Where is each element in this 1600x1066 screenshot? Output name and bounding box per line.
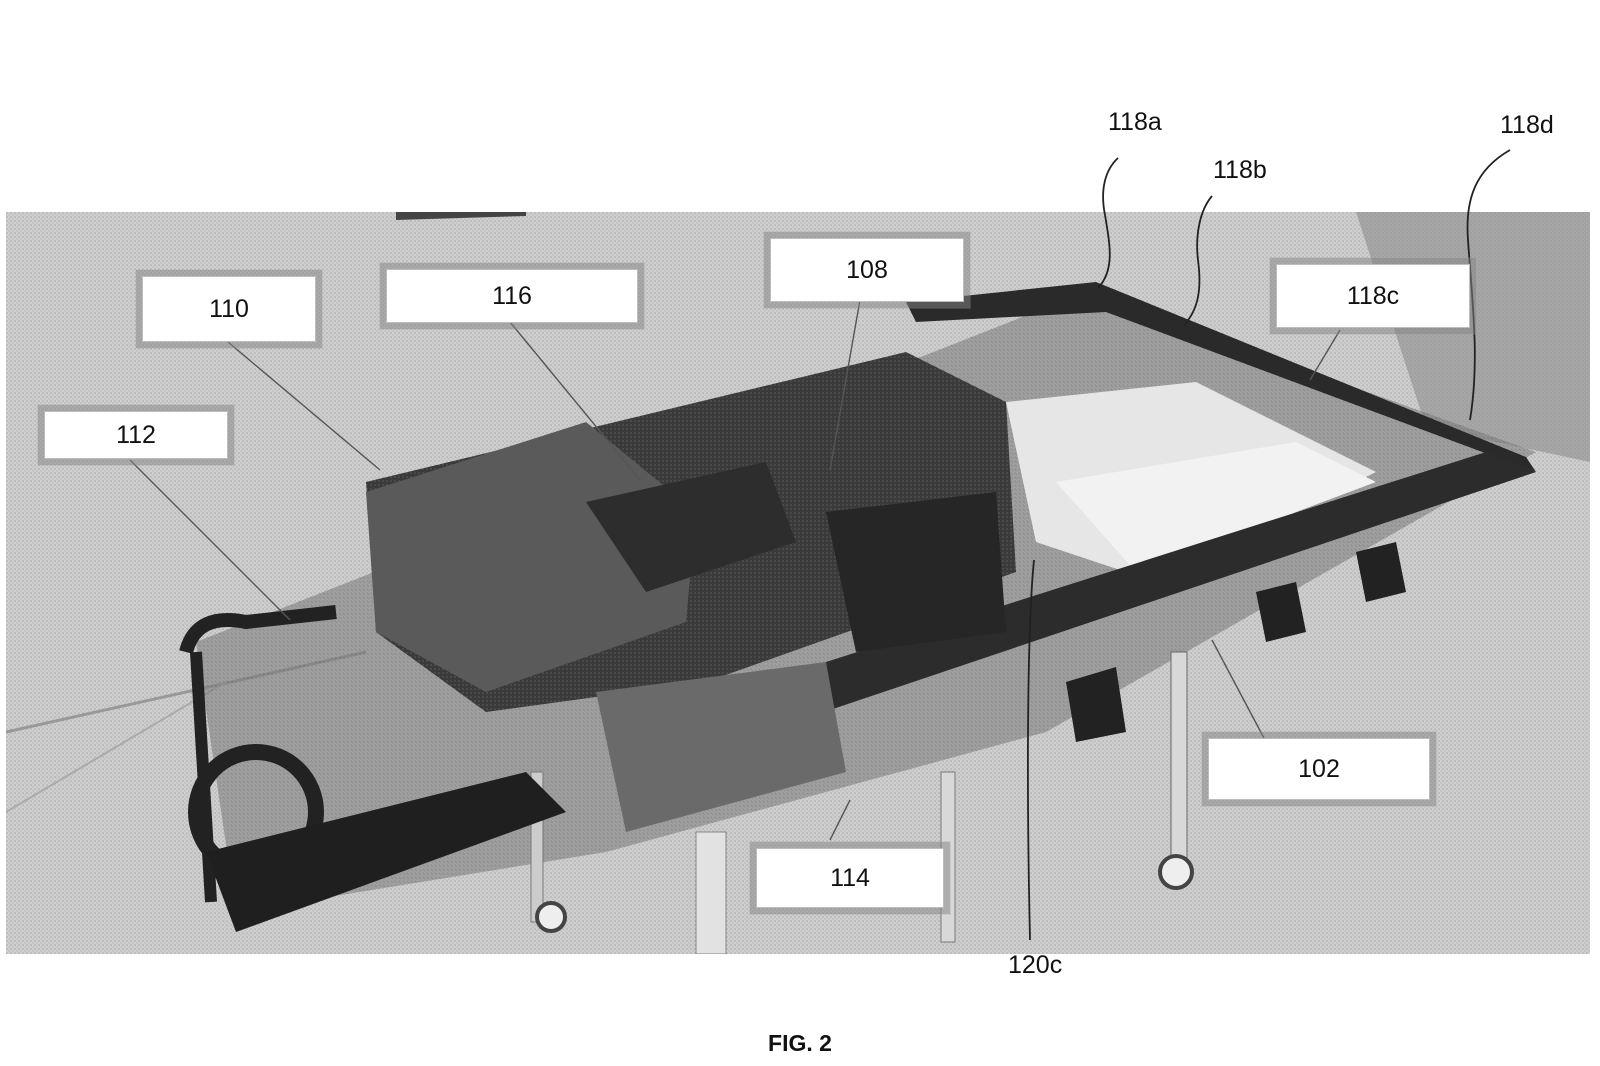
leader-118c bbox=[1309, 329, 1341, 381]
ref-118a: 118a bbox=[1108, 108, 1162, 136]
label-118c: 118c bbox=[1276, 264, 1470, 328]
stretcher-photo bbox=[6, 212, 1590, 954]
ref-120c: 120c bbox=[1008, 951, 1063, 979]
label-108: 108 bbox=[770, 238, 964, 302]
label-116: 116 bbox=[386, 269, 638, 323]
ref-118d: 118d bbox=[1500, 111, 1554, 139]
label-112: 112 bbox=[44, 411, 228, 459]
leader-102 bbox=[1211, 639, 1266, 741]
label-114: 114 bbox=[756, 848, 944, 908]
leader-118b bbox=[1183, 195, 1213, 326]
leader-118d bbox=[1466, 149, 1511, 421]
label-110: 110 bbox=[142, 276, 316, 342]
leader-118a bbox=[1097, 157, 1119, 289]
leader-120c bbox=[1027, 559, 1035, 941]
leader-108 bbox=[829, 299, 861, 471]
leader-114 bbox=[829, 799, 851, 841]
leader-116 bbox=[509, 321, 641, 481]
label-102: 102 bbox=[1208, 738, 1430, 800]
ref-118b: 118b bbox=[1213, 156, 1267, 184]
leader-110 bbox=[227, 341, 381, 471]
leader-112 bbox=[129, 459, 291, 621]
figure-caption: FIG. 2 bbox=[768, 1030, 832, 1056]
